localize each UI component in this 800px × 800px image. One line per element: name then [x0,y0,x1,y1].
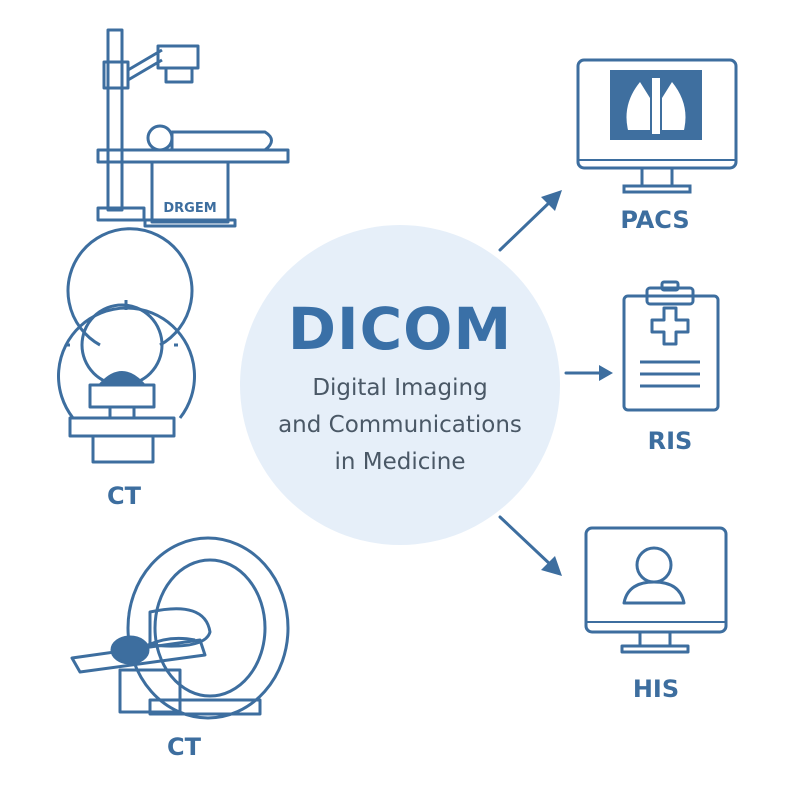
medical-cross-icon [650,306,690,346]
pacs-monitor-icon [576,58,738,194]
arrow-to-pacs-icon [498,190,562,252]
xray-machine-icon: DRGEM [96,28,290,228]
dicom-title: DICOM [287,295,513,363]
dicom-subtitle-line-1: Digital Imaging [312,375,488,401]
his-monitor-icon [584,526,728,654]
user-avatar-icon [635,546,673,584]
ct-upper-label: CT [107,482,141,510]
xray-brand-label: DRGEM [163,201,216,216]
ris-clipboard-icon [622,280,720,412]
ct-lower-label: CT [167,733,201,761]
dicom-subtitle-line-3: in Medicine [334,449,466,475]
his-label: HIS [632,675,680,703]
ris-label: RIS [647,427,693,455]
arrow-to-his-icon [498,515,562,576]
pacs-label: PACS [620,206,690,234]
ct-scanner-upper-icon [57,227,196,464]
dicom-hub-circle [240,225,560,545]
arrow-to-ris-icon [564,365,613,381]
ct-scanner-lower-icon [70,536,290,720]
dicom-subtitle-line-2: and Communications [278,412,522,438]
